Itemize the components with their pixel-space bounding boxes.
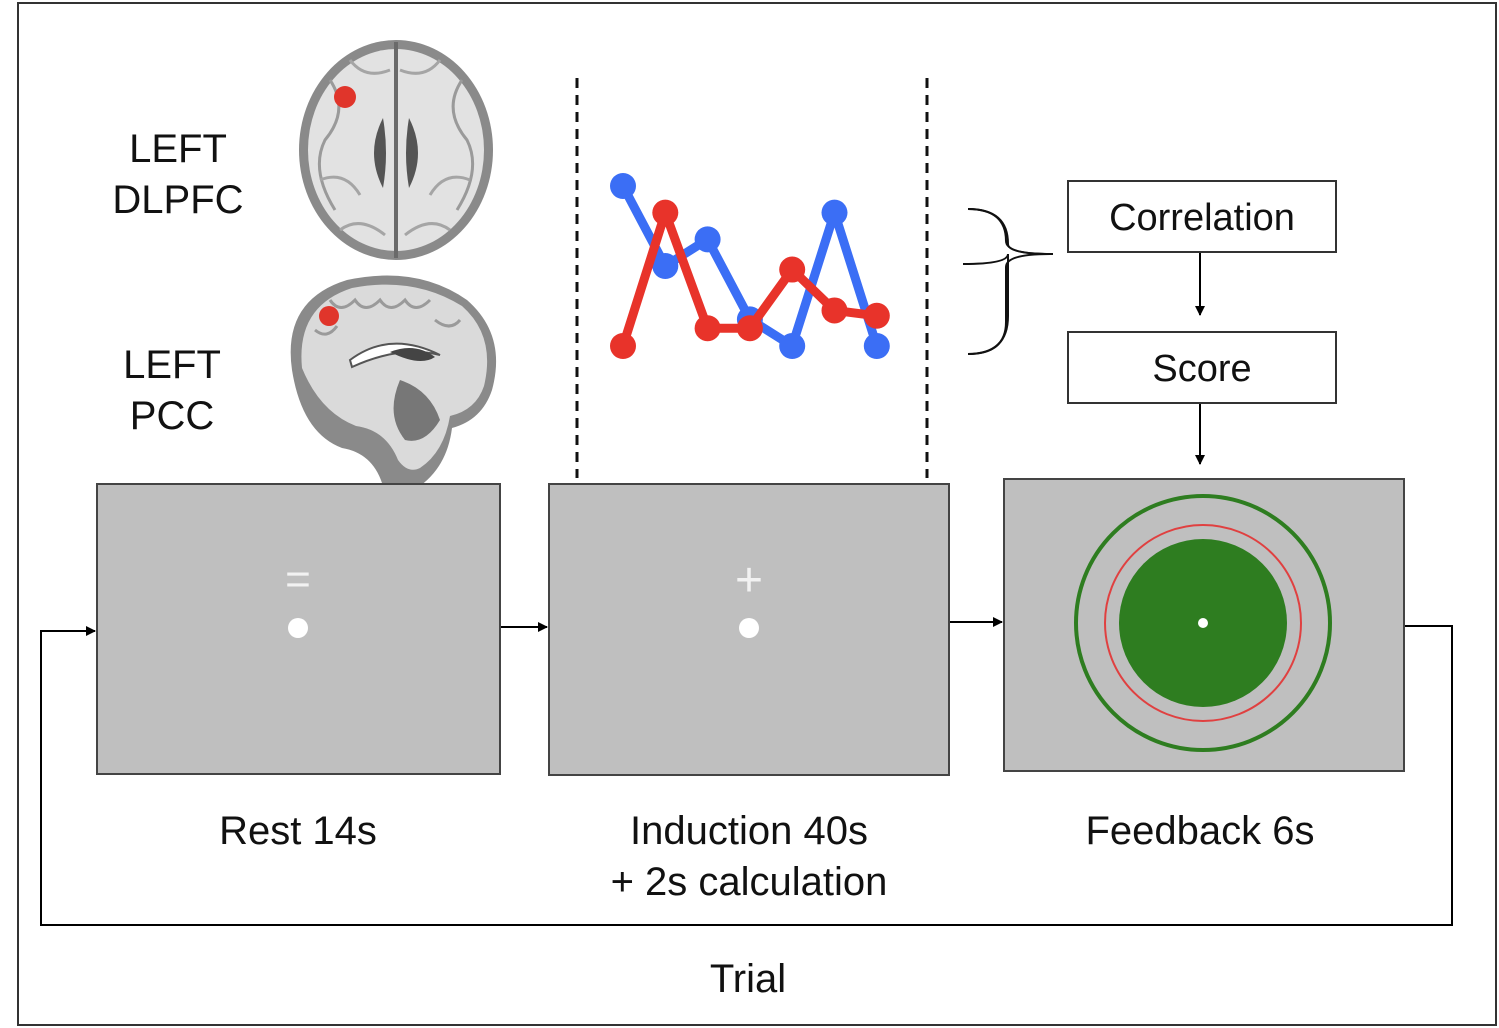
sagittal-brain-image xyxy=(290,275,497,495)
rest-symbol: = xyxy=(285,555,311,604)
red-timecourse-point-3 xyxy=(736,315,763,342)
red-timecourse-point-2 xyxy=(694,315,721,342)
induction-symbol: + xyxy=(735,554,763,607)
induction-fixation-dot xyxy=(739,618,759,638)
curly-brace xyxy=(962,208,1054,355)
blue-timecourse-point-2 xyxy=(694,226,721,253)
rest-fixation-dot xyxy=(288,618,308,638)
red-timecourse-point-0 xyxy=(610,333,636,359)
dlpfc-roi-marker xyxy=(334,86,356,108)
feedback-caption: Feedback 6s xyxy=(1085,809,1314,853)
red-timecourse-point-1 xyxy=(652,199,679,226)
feedback-target-ring xyxy=(1104,524,1302,722)
figure-frame xyxy=(17,2,1497,1026)
trial-loop-arrow xyxy=(40,625,1453,926)
red-timecourse-point-6 xyxy=(863,302,890,329)
red-timecourse-point-5 xyxy=(821,297,848,324)
rest-caption: Rest 14s xyxy=(219,809,377,853)
score-box xyxy=(1067,331,1337,404)
score-label: Score xyxy=(1152,348,1251,390)
correlation-label: Correlation xyxy=(1109,197,1295,239)
blue-timecourse-point-6 xyxy=(863,333,890,359)
feedback-outer-ring xyxy=(1074,494,1332,752)
trial-label: Trial xyxy=(710,957,786,1001)
blue-timecourse-point-1 xyxy=(652,253,679,279)
axial-brain-image xyxy=(299,40,493,260)
blue-timecourse-point-4 xyxy=(779,333,806,359)
blue-timecourse-point-5 xyxy=(821,199,848,226)
timecourse-plot xyxy=(610,173,890,359)
induction-caption: Induction 40s+ 2s calculation xyxy=(611,809,888,904)
blue-timecourse-point-0 xyxy=(610,173,636,199)
feedback-fixation-dot xyxy=(1198,618,1208,628)
red-timecourse-point-4 xyxy=(779,256,806,283)
curly-brace-outline xyxy=(967,208,1051,355)
pcc-roi-marker xyxy=(319,306,339,326)
correlation-box xyxy=(1067,180,1337,253)
